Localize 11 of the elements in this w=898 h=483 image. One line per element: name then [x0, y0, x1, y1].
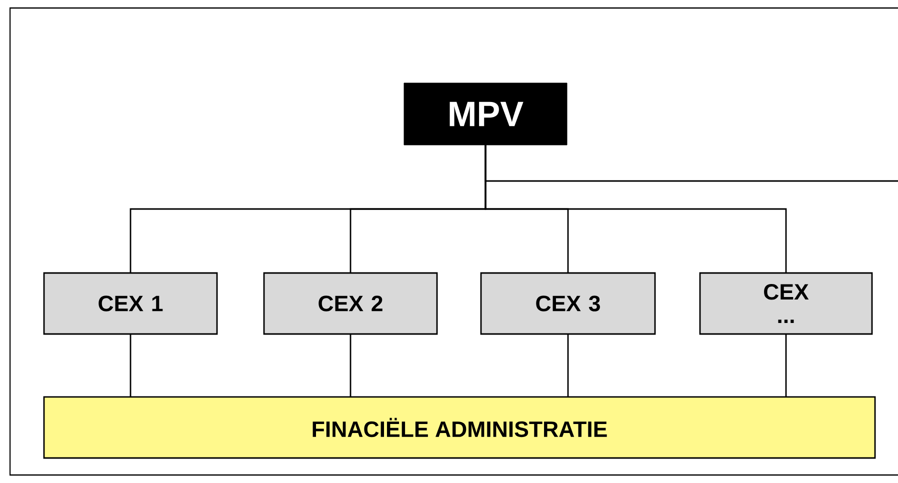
- top-box: MPV: [404, 82, 568, 146]
- unit-box: CEX ...: [699, 272, 873, 335]
- connector-line: [350, 334, 352, 397]
- connector-line: [130, 334, 132, 397]
- unit-box: CEX 1: [43, 272, 218, 335]
- connector-line: [785, 334, 787, 397]
- unit-box: CEX 2: [263, 272, 438, 335]
- connector-line: [484, 145, 898, 182]
- connector-line: [567, 334, 569, 397]
- unit-box: CEX 3: [480, 272, 656, 335]
- admin-box: FINACIËLE ADMINISTRATIE: [43, 396, 876, 459]
